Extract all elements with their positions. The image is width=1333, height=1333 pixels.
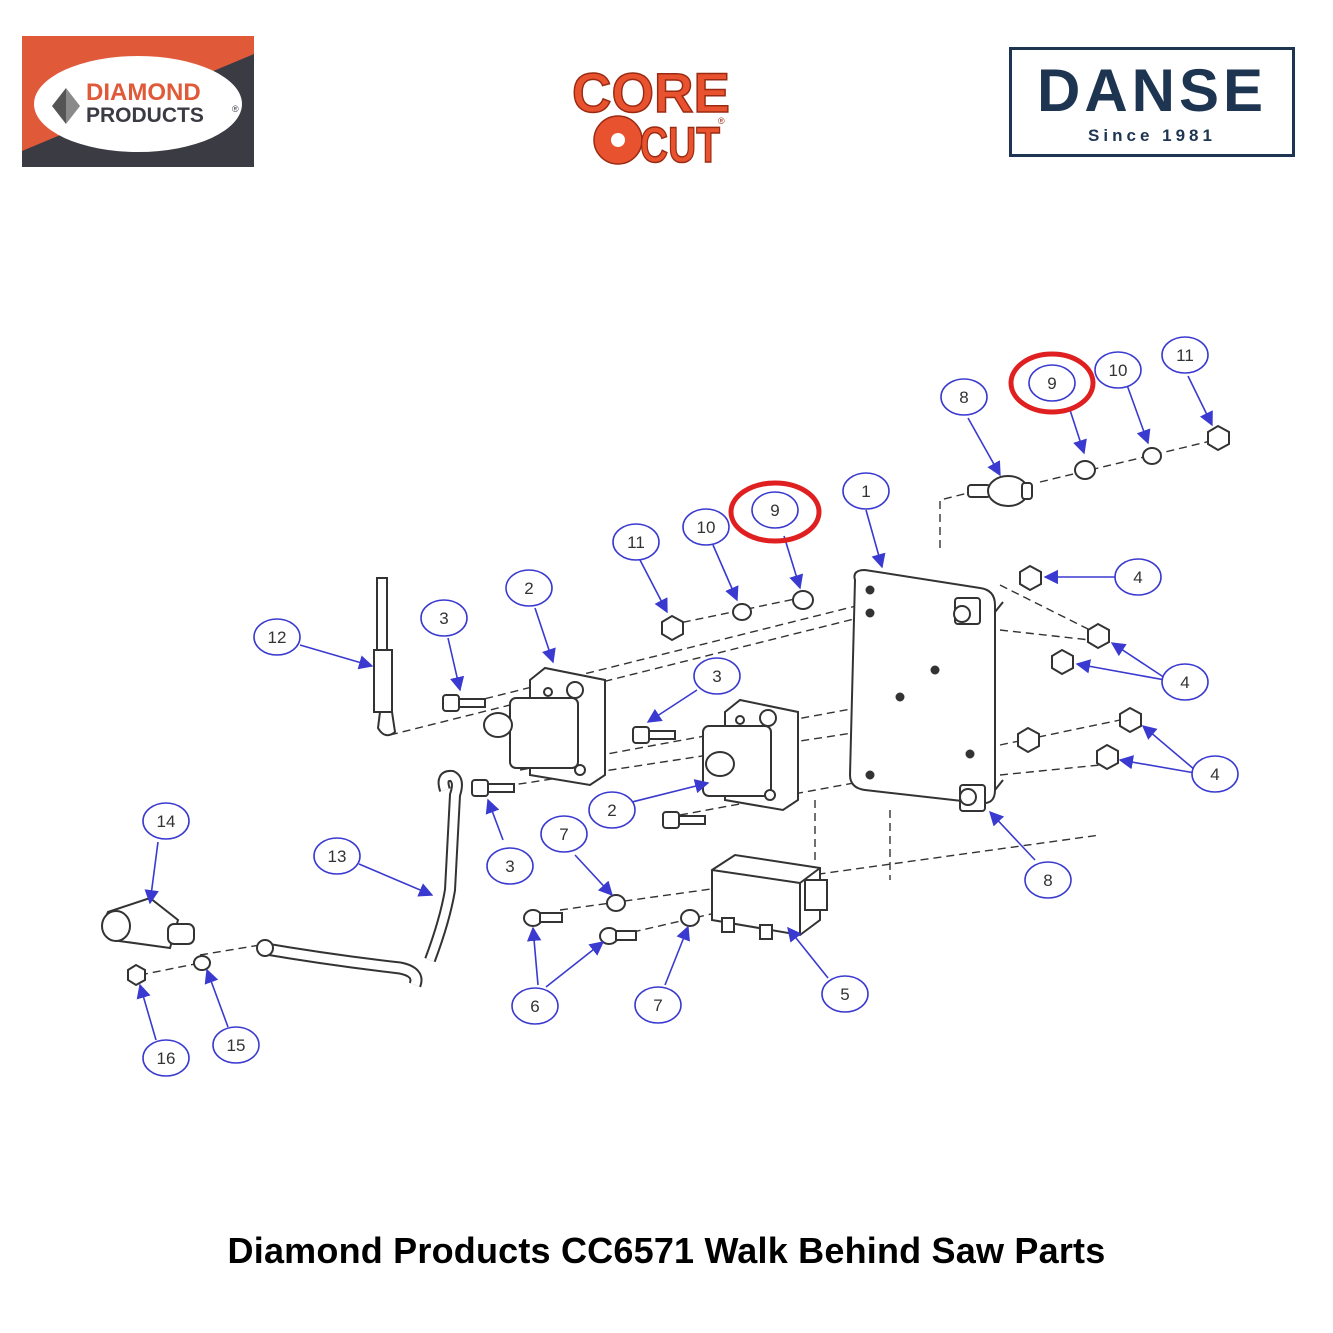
callout-number: 3 xyxy=(505,857,514,876)
dp-logo-line2: PRODUCTS xyxy=(86,104,204,127)
callout-number: 1 xyxy=(861,482,870,501)
saw-blade-icon xyxy=(593,115,643,165)
terminal-boot xyxy=(101,896,195,950)
callout-2: 2 xyxy=(588,791,636,829)
danse-logo: DANSE Since 1981 xyxy=(1009,47,1295,157)
stud-fitting xyxy=(967,475,1033,507)
callout-14: 14 xyxy=(142,802,190,840)
callout-number: 9 xyxy=(1047,374,1056,393)
circuit-breaker-upper xyxy=(483,666,606,787)
callout-1: 1 xyxy=(842,472,890,510)
callout-number: 14 xyxy=(157,812,176,831)
callout-13: 13 xyxy=(313,837,361,875)
callout-number: 4 xyxy=(1210,765,1219,784)
leader-arrows xyxy=(136,375,1213,1041)
callout-number: 5 xyxy=(840,985,849,1004)
callout-8: 8 xyxy=(1024,861,1072,899)
callout-11: 11 xyxy=(612,523,660,561)
callout-4: 4 xyxy=(1161,663,1209,701)
callout-4: 4 xyxy=(1114,558,1162,596)
callout-number: 8 xyxy=(1043,871,1052,890)
core-cut-line1: CORE xyxy=(572,62,730,124)
callout-3: 3 xyxy=(420,599,468,637)
callout-number: 3 xyxy=(439,609,448,628)
callout-number: 4 xyxy=(1180,673,1189,692)
highlight-rings xyxy=(728,351,1096,544)
core-cut-logo: CORE CUT ® xyxy=(571,62,731,168)
callout-16: 16 xyxy=(142,1039,190,1077)
danse-name: DANSE xyxy=(1037,57,1267,124)
callout-10: 10 xyxy=(1094,351,1142,389)
page-caption: Diamond Products CC6571 Walk Behind Saw … xyxy=(227,1230,1106,1271)
callout-15: 15 xyxy=(212,1026,260,1064)
cable-12 xyxy=(373,577,397,737)
parts-line-art xyxy=(101,424,1230,988)
callout-7: 7 xyxy=(634,986,682,1024)
mounting-plate xyxy=(848,568,1004,812)
danse-tagline: Since 1981 xyxy=(1088,126,1216,145)
cable-13 xyxy=(256,769,463,988)
callout-9: 9 xyxy=(751,491,799,529)
callout-number: 6 xyxy=(530,997,539,1016)
callout-number: 8 xyxy=(959,388,968,407)
callout-number: 2 xyxy=(524,579,533,598)
callout-number: 3 xyxy=(712,667,721,686)
callout-number: 9 xyxy=(770,501,779,520)
nuts-washers xyxy=(127,424,1230,987)
callout-8: 8 xyxy=(940,378,988,416)
callout-number: 4 xyxy=(1133,568,1142,587)
callout-number: 16 xyxy=(157,1049,176,1068)
callout-number: 12 xyxy=(268,628,287,647)
callout-9: 9 xyxy=(1028,364,1076,402)
small-screws xyxy=(523,909,637,945)
callout-number: 10 xyxy=(1109,361,1128,380)
dp-logo-line1: DIAMOND xyxy=(86,79,201,106)
core-cut-line2: CUT xyxy=(640,117,720,168)
callout-number: 10 xyxy=(697,518,716,537)
core-cut-mark: ® xyxy=(718,116,725,126)
callout-number: 7 xyxy=(559,825,568,844)
callout-number: 11 xyxy=(1176,346,1194,365)
callout-number: 15 xyxy=(227,1036,246,1055)
diamond-icon xyxy=(52,88,80,124)
callout-11: 11 xyxy=(1161,336,1209,374)
callout-number: 2 xyxy=(607,801,616,820)
screws xyxy=(442,694,706,829)
callout-3: 3 xyxy=(486,847,534,885)
callout-12: 12 xyxy=(253,618,301,656)
callout-number: 11 xyxy=(627,533,645,552)
callout-3: 3 xyxy=(693,657,741,695)
callout-7: 7 xyxy=(540,815,588,853)
callout-6: 6 xyxy=(511,987,559,1025)
callout-2: 2 xyxy=(505,569,553,607)
callout-5: 5 xyxy=(821,975,869,1013)
callout-balloons: 9 10 11 8 1 9 10 11 4 12 3 2 3 4 4 2 3 8 14 13 7 6 7 5 16 15 xyxy=(142,336,1239,1077)
circuit-breaker-lower xyxy=(702,698,799,812)
callout-number: 13 xyxy=(328,847,347,866)
callout-10: 10 xyxy=(682,508,730,546)
diamond-products-logo: DIAMOND PRODUCTS ® xyxy=(22,36,254,167)
relay xyxy=(711,853,828,940)
dp-logo-mark: ® xyxy=(232,104,239,114)
callout-number: 7 xyxy=(653,996,662,1015)
callout-4: 4 xyxy=(1191,755,1239,793)
